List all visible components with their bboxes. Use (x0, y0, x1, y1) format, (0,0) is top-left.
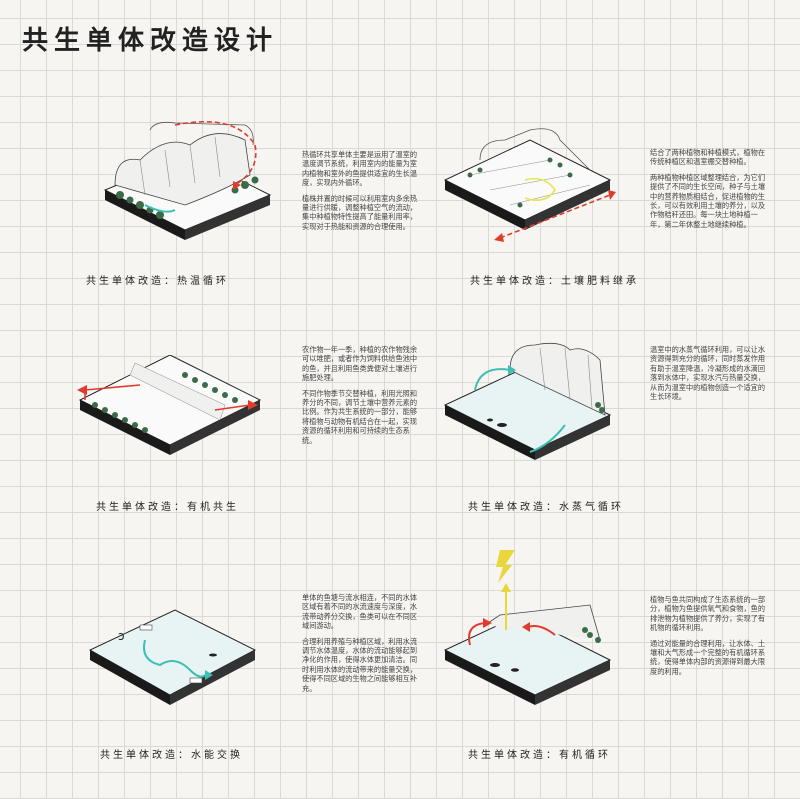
panel-thermal-cycle-caption: 共生单体改造：热温循环 (86, 276, 229, 287)
description-paragraph: 温室中的水蒸气循环利用，可以让水资源得到充分的循环，同时蒸发作用有助于温室降温，… (650, 345, 766, 402)
description-paragraph: 单体的鱼塘与流水相连，不同的水体区域有着不同的水流速度与深度，水流带动养分交换，… (302, 593, 418, 631)
panel-organic-cycle-caption: 共生单体改造：有机循环 (468, 750, 611, 761)
description-paragraph: 植株并置的时候可以利用室内多余热量进行供暖，调整种植空气的流动，集中种植物特性提… (302, 193, 418, 231)
description-paragraph: 农作物一年一季，种植的农作物残余可以堆肥，或者作为饲料供给鱼池中的鱼，并且利用鱼… (302, 345, 418, 383)
panel-organic-symbiosis-description: 农作物一年一季，种植的农作物残余可以堆肥，或者作为饲料供给鱼池中的鱼，并且利用鱼… (302, 345, 420, 451)
svg-text:ↄ: ↄ (118, 629, 125, 643)
panel-organic-symbiosis-caption: 共生单体改造：有机共生 (96, 502, 239, 513)
description-paragraph: 不同作物季节交替种植，利用光照和养分的不同，调节土壤中营养元素的比例。作为共生系… (302, 388, 418, 445)
description-paragraph: 通过对能量的合理利用，让水体、土壤和大气形成一个完整的有机循环系统，使得单体内部… (650, 638, 766, 676)
panel-water-vapour-description: 温室中的水蒸气循环利用，可以让水资源得到充分的循环，同时蒸发作用有助于温室降温，… (650, 345, 768, 407)
panel-soil-fertilizer-description: 结合了两种植物和种植模式，植物在传统种植区和温室棚交替种植。 两种植物种植区域整… (650, 148, 768, 235)
panel-thermal-cycle-description: 热循环共享单体主要是运用了温室的温度调节系统，利用室内的能量为室内植物和室外的鱼… (302, 150, 420, 237)
greenhouse-diagram-soil (443, 128, 616, 242)
pond-diagram-organic (443, 550, 612, 705)
farmland-diagram-organic (77, 355, 262, 455)
pond-diagram-vapour (443, 342, 612, 460)
panel-water-energy-description: 单体的鱼塘与流水相连，不同的水体区域有着不同的水流速度与深度，水流带动养分交换，… (302, 593, 420, 699)
description-paragraph: 植物与鱼共同构成了生态系统的一部分，植物为鱼提供氧气和食物，鱼的排泄物为植物提供… (650, 595, 766, 633)
description-paragraph: 结合了两种植物和种植模式，植物在传统种植区和温室棚交替种植。 (650, 148, 766, 167)
panel-water-energy-caption: 共生单体改造：水能交换 (100, 750, 243, 761)
panel-organic-cycle-description: 植物与鱼共同构成了生态系统的一部分，植物为鱼提供氧气和食物，鱼的排泄物为植物提供… (650, 595, 768, 682)
page-title: 共生单体改造设计 (22, 26, 279, 56)
description-paragraph: 两种植物种植区域整理结合，为它们提供了不同的生长空间，种子与土壤中的营养物质相结… (650, 172, 766, 229)
description-paragraph: 合理利用养殖与种植区域，利用水流调节水体温度，水体的流动能够起到净化的作用，使得… (302, 636, 418, 693)
pond-diagram-energy: ↄ (88, 609, 257, 705)
panel-soil-fertilizer-caption: 共生单体改造：土壤肥料继承 (470, 276, 639, 287)
description-paragraph: 热循环共享单体主要是运用了温室的温度调节系统，利用室内的能量为室内植物和室外的鱼… (302, 150, 418, 188)
greenhouse-diagram-thermal (103, 120, 272, 240)
panel-water-vapour-caption: 共生单体改造：水蒸气循环 (468, 502, 624, 513)
